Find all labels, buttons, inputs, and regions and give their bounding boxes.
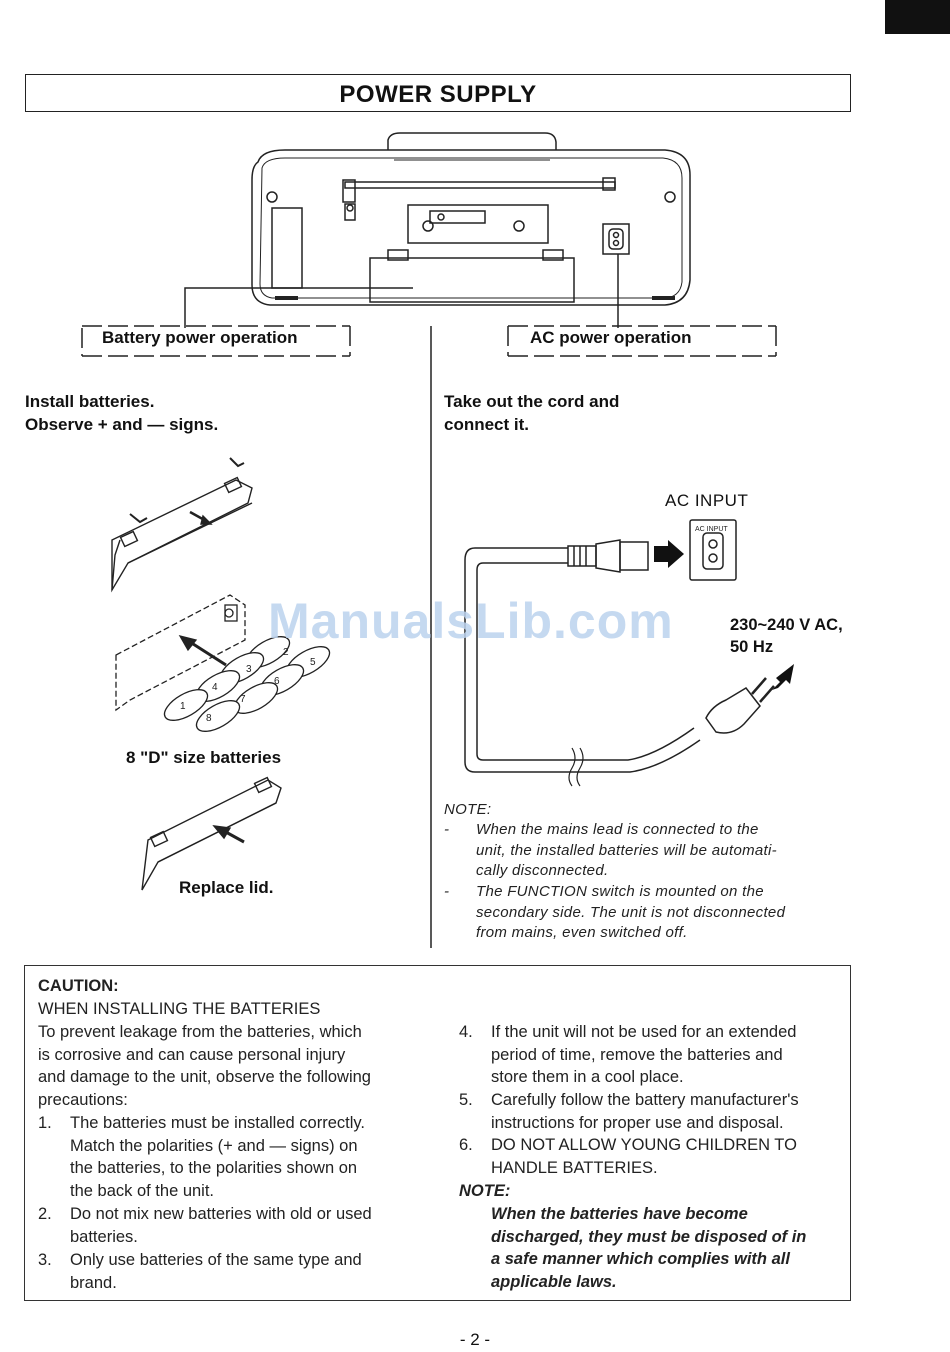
item-number: 5. [459, 1091, 473, 1109]
caution-intro-line: To prevent leakage from the batteries, w… [38, 1023, 362, 1041]
battery-power-label: Battery power operation [102, 328, 298, 347]
page-corner-tab [885, 0, 950, 34]
battery-label: 7 [240, 694, 246, 705]
battery-label: 8 [206, 713, 212, 724]
note-1-line: When the mains lead is connected to the [476, 821, 759, 838]
caution-intro-line: is corrosive and can cause personal inju… [38, 1045, 346, 1064]
item-line: batteries. [70, 1227, 138, 1246]
page-number: - 2 - [459, 1330, 491, 1349]
caution-note-line: When the batteries have become [491, 1205, 748, 1223]
item-number: 4. [459, 1023, 473, 1041]
page-title: POWER SUPPLY [339, 81, 537, 108]
item-line: The batteries must be installed correctl… [70, 1114, 365, 1132]
caution-subtitle: WHEN INSTALLING THE BATTERIES [38, 1000, 321, 1018]
item-line: Carefully follow the battery manufacture… [491, 1091, 799, 1109]
batteries-caption: 8 "D" size batteries [126, 748, 282, 767]
item-line: instructions for proper use and disposal… [491, 1113, 784, 1132]
caution-box [24, 965, 851, 1301]
cord-heading-line2: connect it. [444, 415, 530, 434]
install-heading-line2: Observe + and — signs. [25, 415, 219, 434]
voltage-line1: 230~240 V AC, [730, 616, 843, 634]
battery-label: 4 [212, 682, 218, 693]
item-line: HANDLE BATTERIES. [491, 1158, 658, 1177]
item-number: 3. [38, 1251, 52, 1269]
item-line: store them in a cool place. [491, 1068, 684, 1087]
caution-note: When the batteries have become discharge… [491, 1203, 841, 1294]
ac-input-small-label: AC INPUT [695, 526, 728, 533]
voltage-line2: 50 Hz [730, 638, 774, 656]
item-line: If the unit will not be used for an exte… [491, 1023, 797, 1041]
title-box: POWER SUPPLY [25, 74, 851, 112]
caution-note-line: applicable laws. [491, 1273, 617, 1292]
note-2-line: secondary side. The unit is not disconne… [476, 903, 786, 921]
cord-heading-line1: Take out the cord and [444, 392, 620, 411]
item-number: 1. [38, 1114, 52, 1132]
item-number: 2. [38, 1205, 52, 1223]
note-1-line: cally disconnected. [476, 862, 609, 879]
label-frames [81, 325, 777, 948]
battery-label: 2 [283, 647, 289, 658]
note-title: NOTE: [444, 801, 492, 818]
note-1-line: unit, the installed batteries will be au… [476, 841, 777, 859]
item-line: Do not mix new batteries with old or use… [70, 1205, 372, 1223]
device-rear-illustration [184, 132, 691, 328]
item-line: brand. [70, 1273, 117, 1292]
item-line: Only use batteries of the same type and [70, 1251, 362, 1269]
install-heading-line1: Install batteries. [25, 392, 155, 411]
battery-label: 3 [246, 664, 252, 675]
note-2: The FUNCTION switch is mounted on the se… [476, 882, 785, 944]
item-line: the batteries, to the polarities shown o… [70, 1159, 358, 1178]
item-line: DO NOT ALLOW YOUNG CHILDREN TO [491, 1136, 797, 1154]
item-line: the back of the unit. [70, 1182, 215, 1201]
caution-note-title: NOTE: [459, 1182, 511, 1200]
caution-title: CAUTION: [38, 977, 119, 995]
item-line: period of time, remove the batteries and [491, 1045, 783, 1064]
item-line: Match the polarities (+ and — signs) on [70, 1136, 358, 1155]
watermark: ManualsLib.com [268, 593, 674, 649]
replace-lid-caption: Replace lid. [179, 878, 274, 897]
caution-intro: To prevent leakage from the batteries, w… [38, 1021, 414, 1112]
note-2-line: from mains, even switched off. [476, 924, 688, 941]
battery-label: 1 [180, 701, 186, 712]
battery-label: 5 [310, 657, 316, 668]
caution-note-line: discharged, they must be disposed of in [491, 1227, 807, 1246]
note-1: When the mains lead is connected to the … [476, 820, 777, 882]
caution-intro-line: precautions: [38, 1091, 128, 1110]
ac-power-label: AC power operation [530, 328, 692, 347]
caution-intro-line: and damage to the unit, observe the foll… [38, 1068, 371, 1087]
note-2-line: The FUNCTION switch is mounted on the [476, 883, 764, 900]
caution-note-line: a safe manner which complies with all [491, 1250, 790, 1269]
battery-label: 6 [274, 676, 280, 687]
ac-input-label: AC INPUT [665, 491, 749, 510]
item-number: 6. [459, 1136, 473, 1154]
